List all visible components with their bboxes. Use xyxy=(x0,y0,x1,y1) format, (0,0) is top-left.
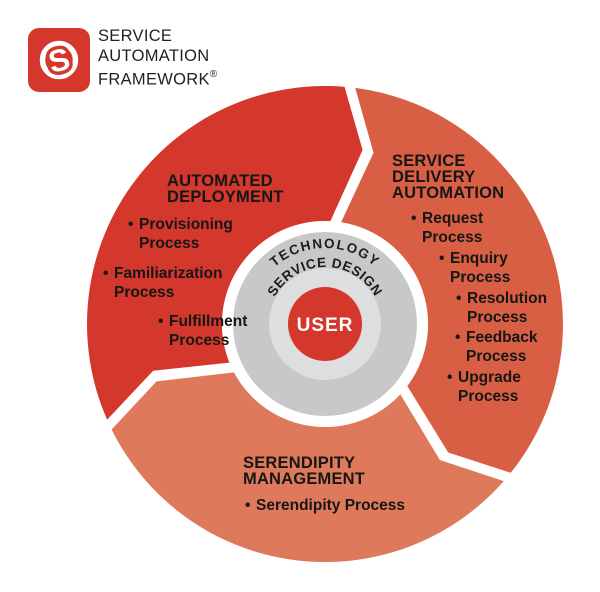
brand-line: SERVICE xyxy=(98,27,173,45)
list-item: •Request Process xyxy=(411,210,484,246)
logo-monogram: S xyxy=(45,41,74,80)
service-design-ring-label-text: SERVICE DESIGN xyxy=(264,255,385,299)
bullet-icon: • xyxy=(456,290,462,307)
logo-monogram-casing: S xyxy=(45,41,74,80)
brand-name: SERVICE AUTOMATION FRAMEWORK® xyxy=(98,26,217,90)
list-item: •Resolution Process xyxy=(456,290,548,326)
list-item: •Fulfillment Process xyxy=(158,313,248,349)
technology-ring-label: TECHNOLOGY xyxy=(267,236,381,270)
logo-mark: S S xyxy=(28,28,90,92)
bullet-icon: • xyxy=(158,313,164,330)
service-design-ring-label: SERVICE DESIGN xyxy=(264,255,384,299)
logo-ring xyxy=(39,40,79,80)
list-item: •Provisioning Process xyxy=(128,216,233,252)
segment-title-serendipity-management: SERENDIPITY MANAGEMENT xyxy=(243,454,366,488)
center-white-disc xyxy=(222,221,428,427)
list-item: •Enquiry Process xyxy=(439,250,511,286)
technology-ring xyxy=(233,232,417,416)
bullet-icon: • xyxy=(128,216,134,233)
user-core-label: USER xyxy=(297,315,354,336)
bullet-icon: • xyxy=(411,210,417,227)
service-design-ring xyxy=(269,268,381,380)
logo-tile xyxy=(28,28,90,92)
list-item: •Familiarization Process xyxy=(103,265,223,301)
registered-mark: ® xyxy=(209,69,218,80)
list-item: •Feedback Process xyxy=(455,329,538,365)
bullet-icon: • xyxy=(447,369,453,386)
segment-title-automated-deployment: AUTOMATED DEPLOYMENT xyxy=(167,172,284,206)
list-item: •Upgrade Process xyxy=(447,369,521,405)
bullet-icon: • xyxy=(439,250,445,267)
bullet-icon: • xyxy=(245,497,251,514)
user-core-disc xyxy=(288,287,362,361)
bullet-icon: • xyxy=(455,329,461,346)
brand-line: FRAMEWORK® xyxy=(98,69,218,89)
list-item: •Serendipity Process xyxy=(245,497,406,514)
segment-title-service-delivery-automation: SERVICE DELIVERY AUTOMATION xyxy=(392,152,505,202)
bullet-icon: • xyxy=(103,265,109,282)
brand-line: AUTOMATION xyxy=(98,47,210,65)
technology-ring-label-text: TECHNOLOGY xyxy=(267,236,383,270)
